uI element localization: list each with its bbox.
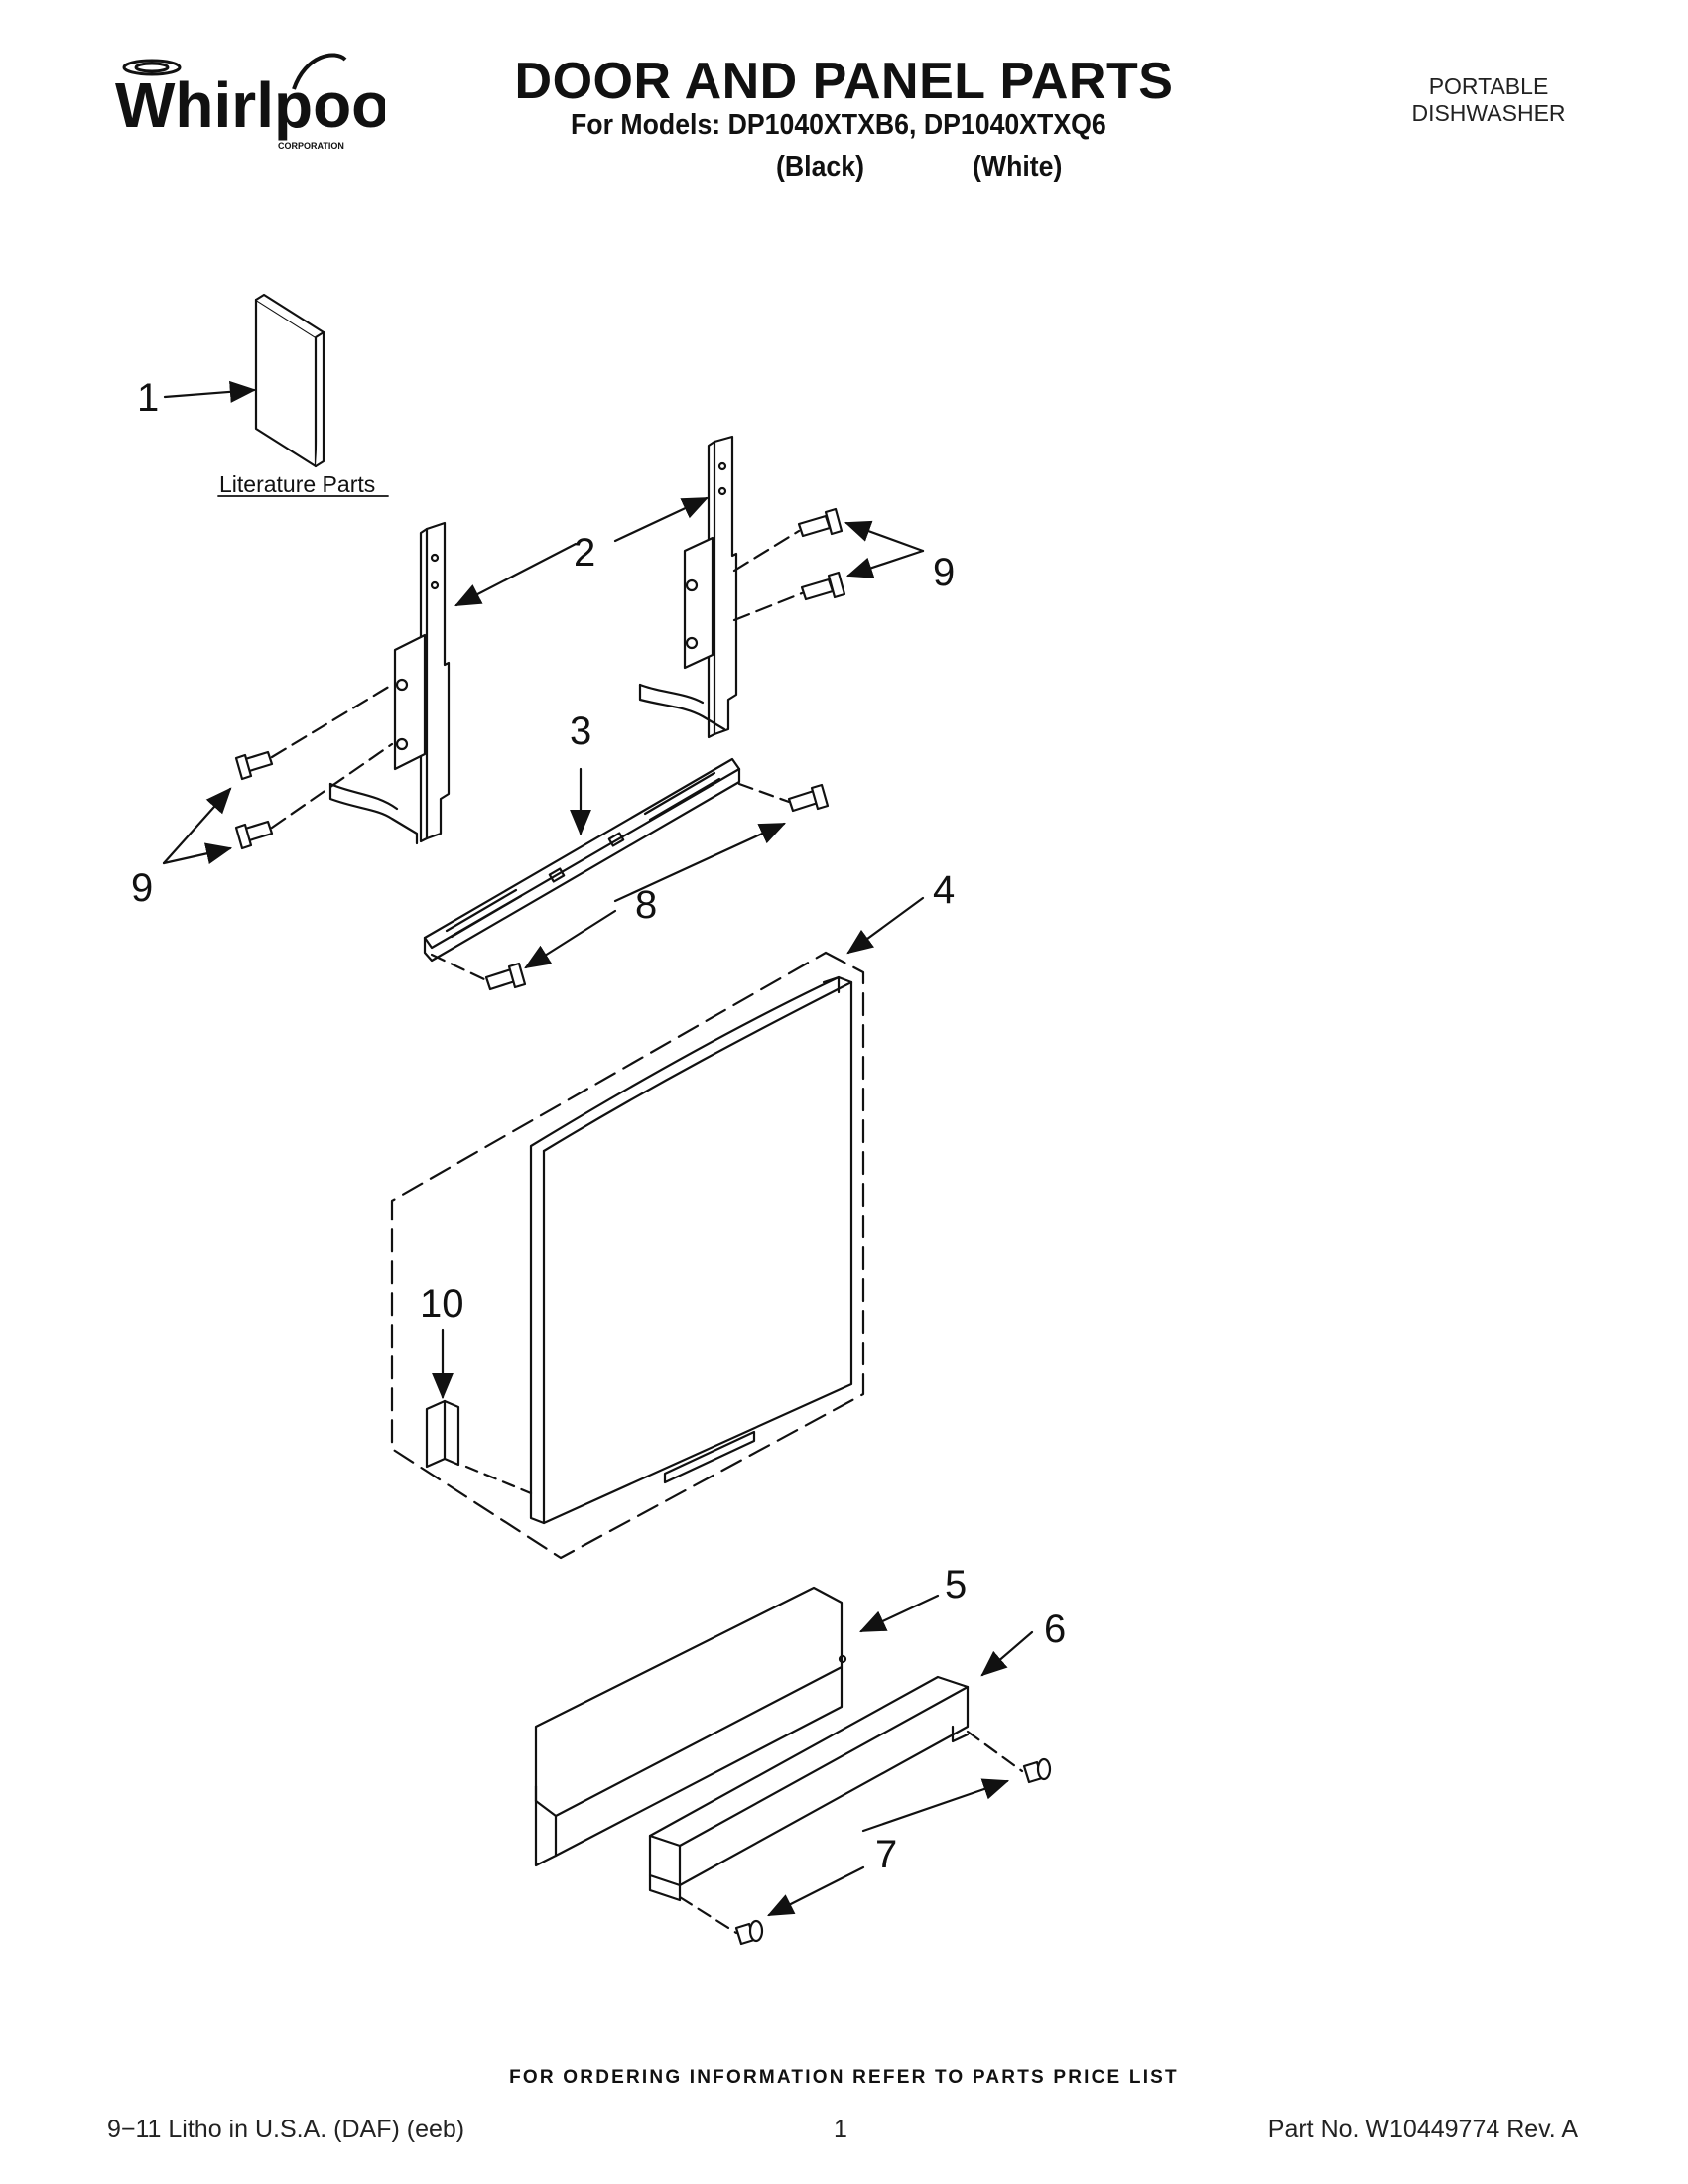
callout-4: 4 — [933, 868, 955, 912]
screw-8-top — [787, 783, 830, 813]
leader-6 — [980, 1630, 1034, 1677]
label-path-10 — [464, 1465, 533, 1495]
leader-5 — [859, 1594, 940, 1633]
leader-8b — [524, 909, 617, 969]
leader-7b — [767, 1865, 865, 1917]
door-outline-dashed — [390, 951, 865, 1560]
screw-8-bottom — [484, 962, 527, 991]
leader-9r-a — [844, 520, 925, 553]
logo-swirl-icon — [122, 53, 347, 90]
screw-path-9l-bottom — [270, 742, 394, 830]
hinge-bracket-left — [328, 521, 451, 845]
screw-path-8-top — [737, 782, 791, 804]
page-title: DOOR AND PANEL PARTS — [514, 53, 1174, 110]
literature-parts-label: Literature Parts — [219, 471, 375, 497]
whirlpool-logo: Whirlpool CORPORATION — [115, 53, 385, 151]
screw-path-9r-top — [732, 529, 801, 573]
leader-2b — [613, 496, 709, 543]
leader-9l-a — [162, 787, 232, 865]
callout-2: 2 — [574, 531, 595, 575]
callout-5: 5 — [945, 1563, 967, 1606]
ordering-note: FOR ORDERING INFORMATION REFER TO PARTS … — [509, 2067, 1179, 2088]
callout-8: 8 — [635, 883, 657, 927]
brand-sub: CORPORATION — [278, 141, 344, 151]
callout-9-left: 9 — [131, 866, 153, 910]
screw-9-right-bottom — [800, 571, 846, 601]
screw-7-left — [734, 1919, 764, 1946]
literature-booklet — [254, 293, 325, 468]
product-type-line2: DISHWASHER — [1411, 100, 1566, 126]
hinge-bracket-right — [638, 435, 738, 739]
leader-1 — [163, 380, 257, 403]
brand-name: Whirlpool — [115, 69, 385, 141]
leader-9r-b — [845, 549, 925, 578]
screw-path-8-bottom — [430, 953, 488, 982]
litho-info: 9−11 Litho in U.S.A. (DAF) (eeb) — [107, 2116, 465, 2143]
leader-9l-b — [162, 842, 233, 865]
leader-8a — [613, 822, 786, 903]
callout-9-right: 9 — [933, 551, 955, 594]
callout-3: 3 — [570, 709, 591, 753]
callout-10: 10 — [420, 1282, 464, 1326]
screw-9-left-bottom — [234, 820, 274, 850]
screw-path-9l-top — [270, 683, 394, 759]
screw-path-7-right — [966, 1730, 1024, 1773]
screw-9-right-top — [797, 507, 844, 538]
leader-2a — [454, 542, 578, 607]
variant-black: (Black) — [776, 151, 864, 183]
screw-9-left-top — [234, 750, 274, 781]
mounting-rail — [423, 757, 741, 963]
toe-panel — [534, 1586, 847, 1867]
product-type-line1: PORTABLE — [1428, 73, 1549, 99]
callout-7: 7 — [875, 1833, 897, 1876]
door-label — [425, 1399, 460, 1469]
leader-4 — [846, 896, 925, 955]
toe-panel-cover — [648, 1675, 970, 1902]
models-line: For Models: DP1040XTXB6, DP1040XTXQ6 — [571, 109, 1106, 141]
door-panel — [529, 975, 853, 1525]
variant-white: (White) — [973, 151, 1063, 183]
screw-path-9r-bottom — [732, 591, 804, 622]
screw-path-7-left — [678, 1895, 738, 1935]
product-type: PORTABLE DISHWASHER — [1384, 73, 1593, 127]
callout-1: 1 — [137, 376, 159, 420]
page-number: 1 — [834, 2116, 847, 2143]
screw-7-right — [1022, 1757, 1052, 1784]
part-number: Part No. W10449774 Rev. A — [1267, 2116, 1578, 2143]
leader-7a — [861, 1778, 1010, 1833]
callout-6: 6 — [1044, 1607, 1066, 1651]
